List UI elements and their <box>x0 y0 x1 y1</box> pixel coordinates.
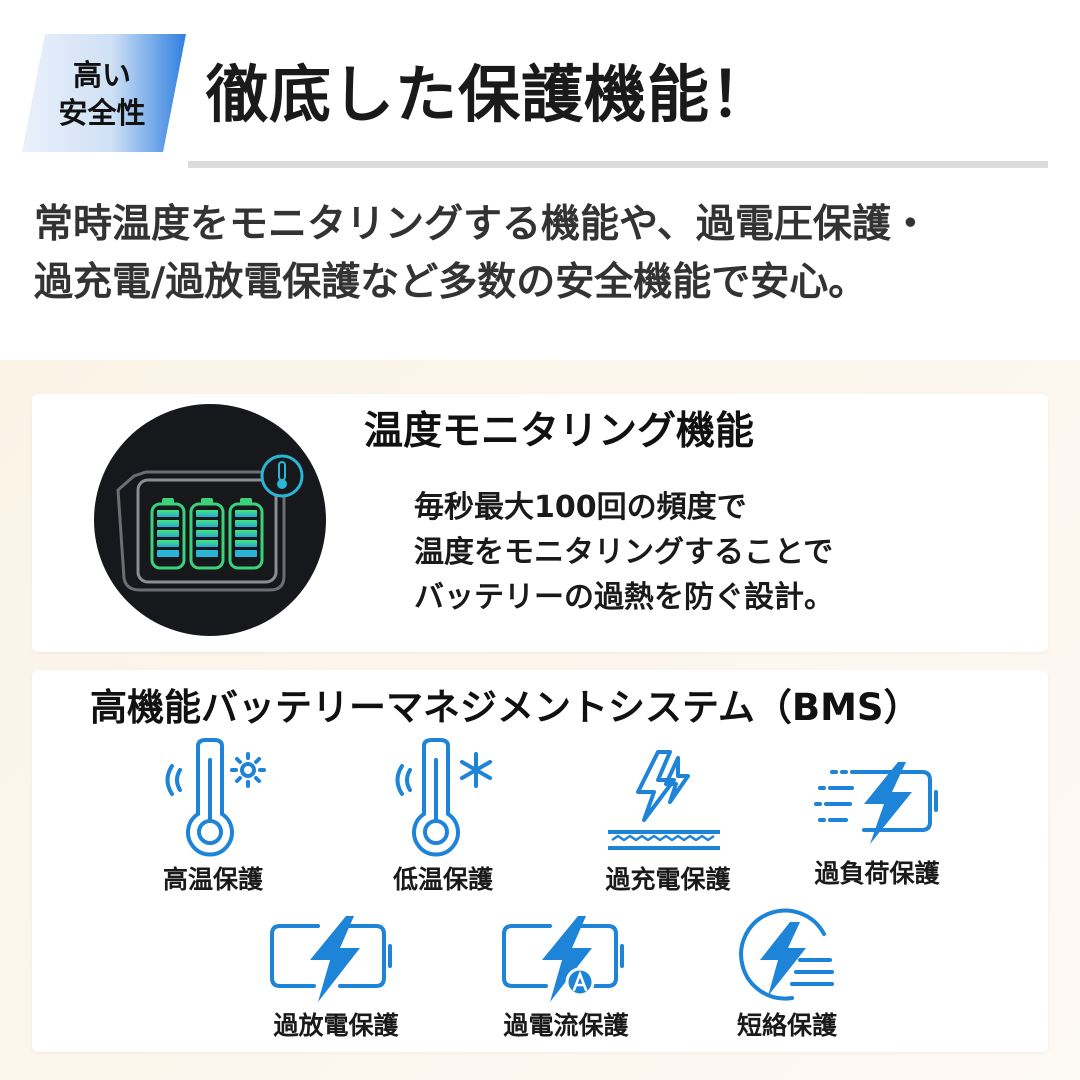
page-title: 徹底した保護機能！ <box>206 58 774 131</box>
title-underline <box>188 161 1048 168</box>
overcurrent-label: 過電流保護 <box>503 1011 629 1040</box>
thermometer-snow-icon <box>395 738 492 857</box>
monitoring-description: 毎秒最大100回の頻度で 温度をモニタリングすることで バッテリーの過熱を防ぐ設… <box>414 485 974 620</box>
overload-label: 過負荷保護 <box>814 859 940 888</box>
battery-bolt-icon <box>270 916 392 1002</box>
monitoring-line-1: 毎秒最大100回の頻度で <box>414 490 747 525</box>
lightning-ground-icon <box>608 750 720 850</box>
monitoring-title: 温度モニタリング機能 <box>364 409 755 454</box>
battery-bolt-a-icon <box>502 916 624 1002</box>
battery-pack-illustration <box>94 404 326 636</box>
badge-line-2: 安全性 <box>58 96 146 130</box>
overcharge-label: 過充電保護 <box>605 865 731 894</box>
overcharge-feature <box>604 748 724 858</box>
bms-card <box>32 670 1048 1052</box>
overload-feature <box>812 758 942 848</box>
short-circuit-label: 短絡保護 <box>736 1011 837 1040</box>
circle-bolt-icon <box>739 908 834 1001</box>
bms-title: 高機能バッテリーマネジメントシステム（BMS） <box>90 686 921 729</box>
low-temp-feature <box>390 738 500 858</box>
safety-badge-text: 高い 安全性 <box>32 44 172 144</box>
monitoring-line-3: バッテリーの過熱を防ぐ設計。 <box>414 580 834 615</box>
low-temp-label: 低温保護 <box>392 865 493 894</box>
monitoring-line-2: 温度をモニタリングすることで <box>414 535 834 570</box>
overdischarge-label: 過放電保護 <box>273 1011 399 1040</box>
intro-line-2: 過充電/過放電保護など多数の安全機能で安心。 <box>34 260 868 305</box>
overcurrent-feature <box>498 914 628 1004</box>
intro-text: 常時温度をモニタリングする機能や、過電圧保護・ 過充電/過放電保護など多数の安全… <box>34 196 1064 312</box>
thermometer-sun-icon <box>165 738 266 857</box>
safety-badge <box>22 34 186 152</box>
badge-line-1: 高い <box>72 58 131 92</box>
speed-battery-icon <box>814 762 938 844</box>
battery-pack-icon <box>116 454 304 592</box>
overdischarge-feature <box>266 914 396 1004</box>
high-temp-feature <box>158 738 268 858</box>
high-temp-label: 高温保護 <box>162 865 263 894</box>
intro-line-1: 常時温度をモニタリングする機能や、過電圧保護・ <box>34 202 930 247</box>
short-circuit-feature <box>732 904 842 1004</box>
